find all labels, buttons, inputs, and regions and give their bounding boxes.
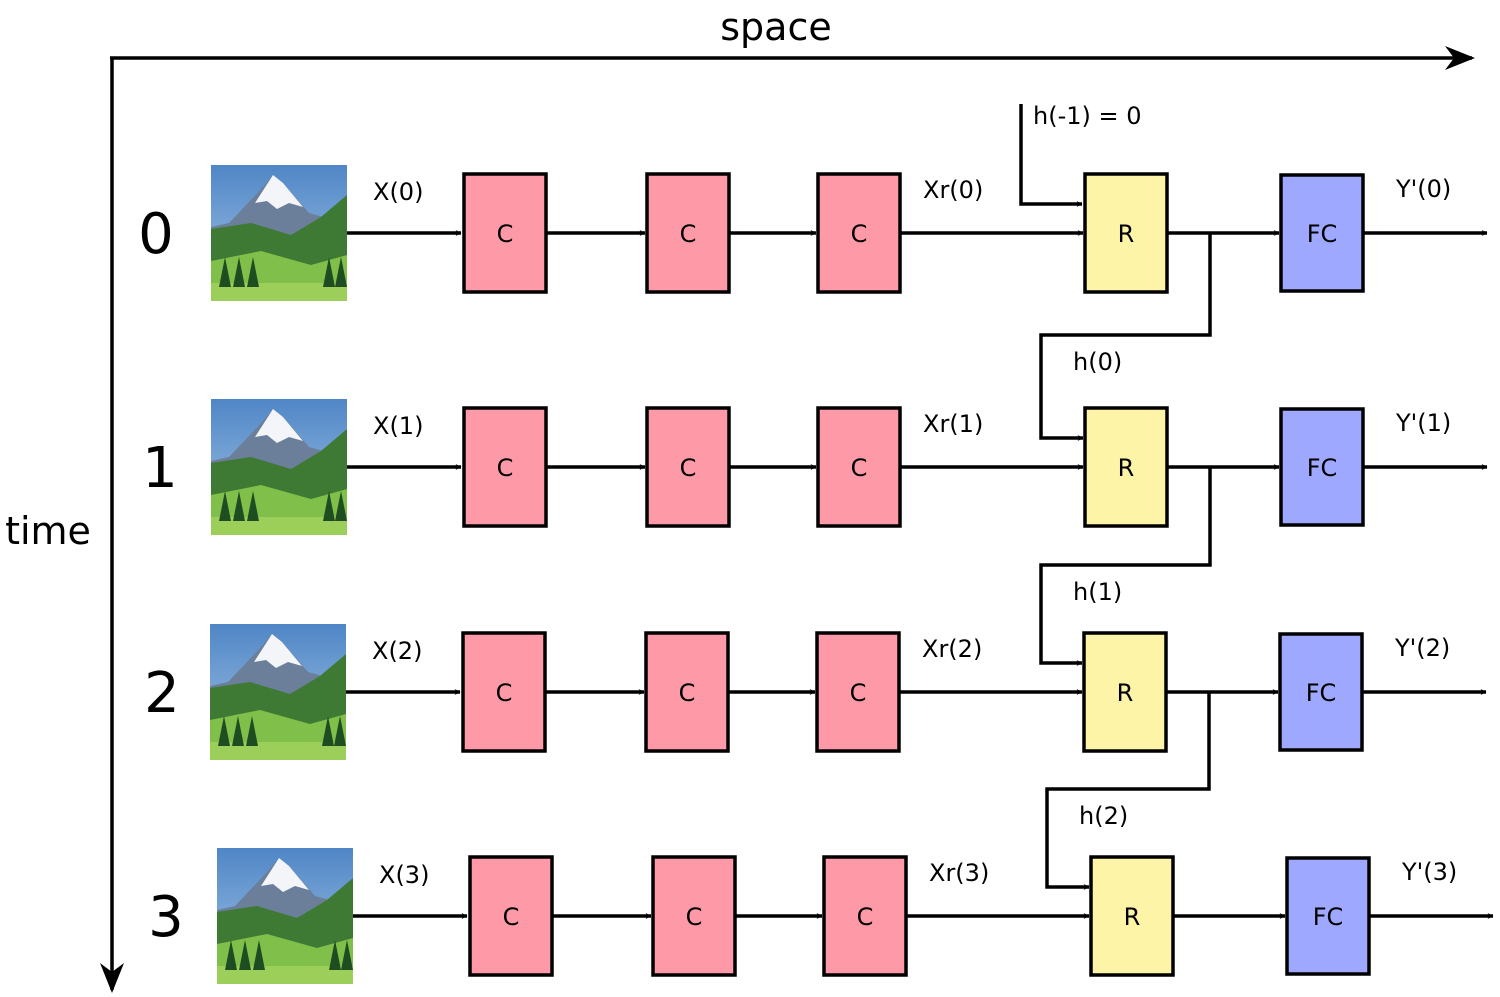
input-label: X(3)	[379, 861, 429, 889]
recurrent-block-label: R	[1124, 903, 1141, 931]
recurrent-block: R	[1082, 631, 1168, 753]
conv-block: C	[644, 631, 730, 753]
conv-block-label: C	[857, 903, 874, 931]
output-label: Y'(1)	[1395, 409, 1451, 437]
time-step-row: 2 X(2) C C C Xr(2) R FC Y'(2) h(2)	[144, 624, 1487, 890]
conv-block-label: C	[851, 454, 868, 482]
output-label: Y'(0)	[1395, 175, 1451, 203]
reduced-label: Xr(3)	[929, 859, 989, 887]
recurrent-block-label: R	[1117, 679, 1134, 707]
conv-block: C	[816, 172, 902, 294]
recurrent-block: R	[1083, 172, 1169, 294]
fc-block-label: FC	[1307, 220, 1338, 248]
mountain-landscape-icon	[211, 165, 347, 301]
conv-block: C	[822, 855, 908, 977]
hidden-state-label: h(2)	[1079, 802, 1128, 830]
reduced-label: Xr(2)	[922, 635, 982, 663]
conv-block-label: C	[851, 220, 868, 248]
fc-block-label: FC	[1306, 679, 1337, 707]
fc-block: FC	[1279, 407, 1365, 527]
time-step-row: 0 X(0) C C C Xr(0) R FC Y'(0) h(0)	[138, 165, 1488, 441]
input-label: X(2)	[372, 637, 422, 665]
hidden-state-arrow	[1045, 692, 1211, 890]
input-label: X(0)	[373, 178, 423, 206]
conv-block-label: C	[680, 220, 697, 248]
conv-block: C	[815, 631, 901, 753]
initial-hidden-label: h(-1) = 0	[1033, 102, 1142, 130]
conv-block-label: C	[680, 454, 697, 482]
fc-block-label: FC	[1313, 903, 1344, 931]
initial-hidden-arrow	[1019, 104, 1083, 207]
recurrent-block-label: R	[1118, 220, 1135, 248]
space-axis-label: space	[720, 5, 831, 49]
conv-block-label: C	[496, 679, 513, 707]
fc-block-label: FC	[1307, 454, 1338, 482]
time-step-row: 3 X(3) C C C Xr(3) R FC Y'(3)	[148, 848, 1494, 984]
time-step-label: 1	[142, 436, 178, 501]
time-axis-label: time	[5, 509, 91, 553]
conv-block-label: C	[686, 903, 703, 931]
time-step-label: 3	[148, 885, 184, 950]
initial-hidden-state: h(-1) = 0	[1019, 102, 1142, 207]
conv-block-label: C	[497, 454, 514, 482]
conv-block: C	[462, 406, 548, 528]
mountain-landscape-icon	[210, 624, 346, 760]
conv-block-label: C	[503, 903, 520, 931]
conv-block: C	[468, 855, 554, 977]
conv-block-label: C	[850, 679, 867, 707]
fc-block: FC	[1278, 632, 1364, 752]
hidden-state-label: h(0)	[1073, 348, 1122, 376]
conv-block: C	[645, 406, 731, 528]
conv-block: C	[651, 855, 737, 977]
time-step-row: 1 X(1) C C C Xr(1) R FC Y'(1) h(1)	[142, 399, 1488, 666]
output-label: Y'(3)	[1401, 858, 1457, 886]
conv-block-label: C	[679, 679, 696, 707]
recurrent-block: R	[1089, 855, 1175, 977]
reduced-label: Xr(1)	[923, 410, 983, 438]
time-step-rows: 0 X(0) C C C Xr(0) R FC Y'(0) h(0) 1 X(1) C C C Xr(1) R F…	[138, 165, 1494, 984]
fc-block: FC	[1285, 856, 1371, 976]
conv-block: C	[462, 172, 548, 294]
hidden-state-label: h(1)	[1073, 578, 1122, 606]
time-step-label: 2	[144, 661, 180, 726]
conv-block-label: C	[497, 220, 514, 248]
conv-block: C	[816, 406, 902, 528]
mountain-landscape-icon	[217, 848, 353, 984]
time-step-label: 0	[138, 202, 174, 267]
output-label: Y'(2)	[1394, 634, 1450, 662]
fc-block: FC	[1279, 173, 1365, 293]
mountain-landscape-icon	[211, 399, 347, 535]
axes: space time	[5, 5, 1475, 993]
hidden-state-arrow	[1039, 233, 1212, 441]
conv-block: C	[461, 631, 547, 753]
hidden-state-arrow	[1039, 467, 1212, 666]
recurrent-block: R	[1083, 406, 1169, 528]
reduced-label: Xr(0)	[923, 176, 983, 204]
recurrent-block-label: R	[1118, 454, 1135, 482]
conv-block: C	[645, 172, 731, 294]
input-label: X(1)	[373, 412, 423, 440]
